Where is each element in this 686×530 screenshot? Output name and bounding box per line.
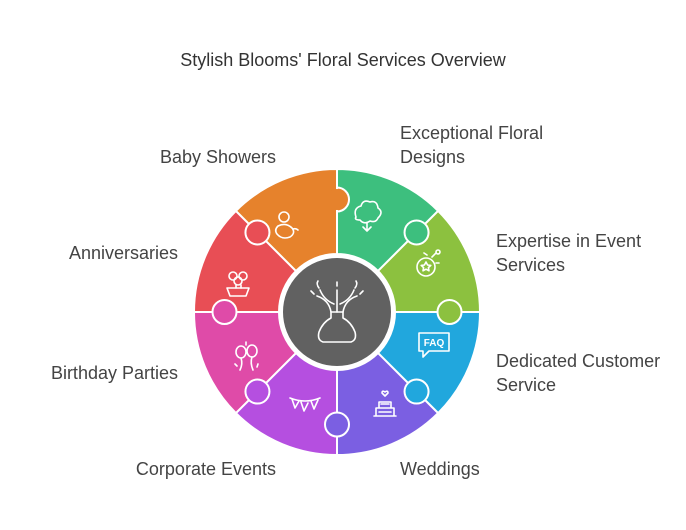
- label-corporate-events: Corporate Events: [135, 459, 276, 479]
- puzzle-knob-fill: [406, 221, 428, 243]
- balloons-icon: [234, 341, 259, 371]
- label-birthday-parties: Birthday Parties: [50, 363, 178, 383]
- label-anniversaries: Anniversaries: [68, 243, 178, 263]
- puzzle-knob-fill: [326, 414, 348, 435]
- label-dedicated-customer-service: Dedicated Customer Service: [496, 351, 661, 395]
- svg-text:FAQ: FAQ: [424, 338, 445, 349]
- bunting-icon: [289, 397, 321, 412]
- vase-bouquet-icon: [310, 280, 364, 343]
- gear-award-icon: [416, 249, 441, 277]
- puzzle-knob-fill: [406, 381, 428, 403]
- puzzle-knob-fill: [439, 301, 460, 323]
- label-baby-showers: Baby Showers: [159, 147, 276, 167]
- baby-icon: [274, 211, 299, 239]
- label-expertise-in-event-services: Expertise in Event Services: [496, 231, 642, 275]
- diagram-title: Stylish Blooms' Floral Services Overview: [180, 50, 506, 70]
- wedding-cake-icon: [373, 390, 397, 417]
- faq-icon: FAQ: [418, 332, 450, 358]
- label-exceptional-floral-designs: Exceptional Floral Designs: [400, 123, 544, 167]
- puzzle-knob-fill: [214, 301, 235, 323]
- flower-icon: [354, 200, 382, 232]
- label-weddings: Weddings: [400, 459, 480, 479]
- puzzle-knob-fill: [246, 381, 268, 403]
- puzzle-knob-fill: [326, 189, 348, 210]
- flower-basket-icon: [226, 271, 250, 297]
- puzzle-knob-fill: [246, 221, 268, 243]
